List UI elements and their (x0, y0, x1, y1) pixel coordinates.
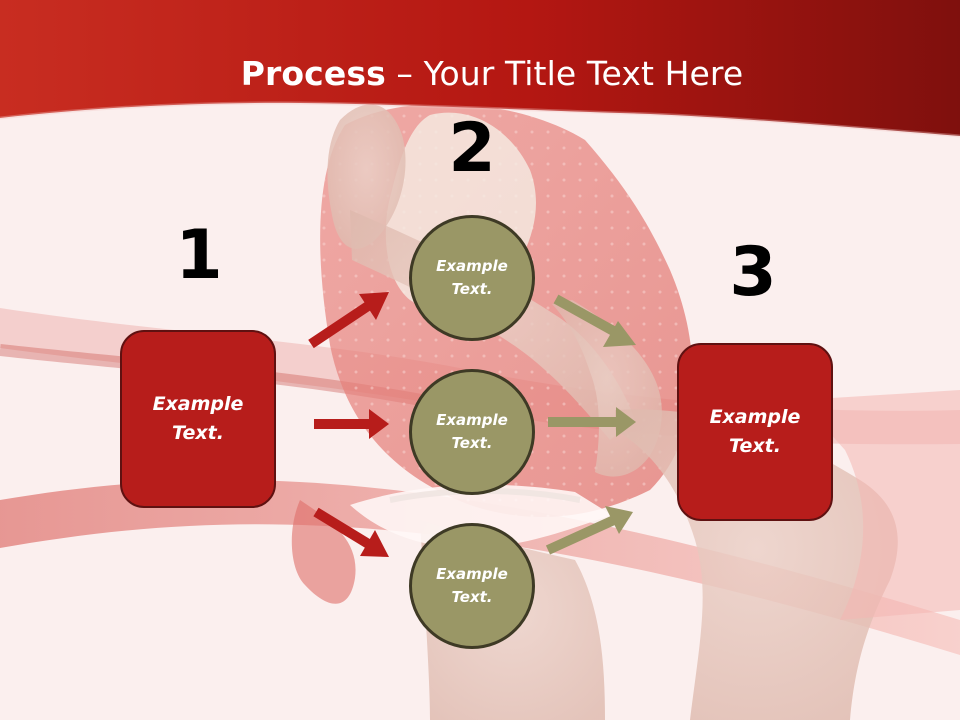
step-circle-1: Example Text. (409, 215, 535, 341)
step-number-3: 3 (729, 233, 777, 312)
step-circle-3: Example Text. (409, 523, 535, 649)
step-box-3: Example Text. (677, 343, 833, 521)
step-box-1-text: Example Text. (152, 393, 244, 444)
slide-title: Process – Your Title Text Here (0, 52, 960, 96)
step-circle-2: Example Text. (409, 369, 535, 495)
step-circle-2-text: Example Text. (436, 411, 508, 452)
step-circle-3-text: Example Text. (436, 565, 508, 606)
step-number-2: 2 (448, 109, 496, 188)
step-circle-1-text: Example Text. (436, 257, 508, 298)
step-box-1: Example Text. (120, 330, 276, 508)
step-box-3-text: Example Text. (709, 406, 801, 457)
step-number-1: 1 (175, 216, 223, 295)
slide-title-bold: Process (240, 54, 386, 93)
title-banner (0, 0, 960, 138)
slide-title-rest: – Your Title Text Here (385, 54, 744, 93)
